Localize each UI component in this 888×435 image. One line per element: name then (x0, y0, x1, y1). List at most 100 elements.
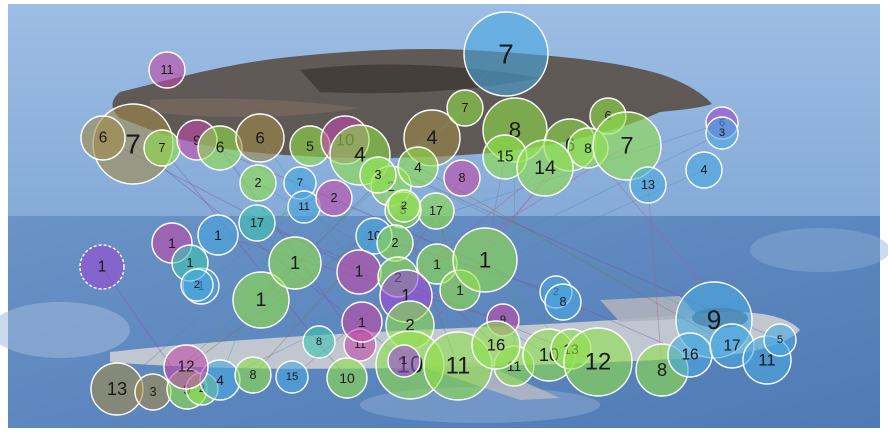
bottom-keypoint-circle (163, 344, 209, 390)
top-keypoint-label: 2 (401, 200, 407, 212)
top-keypoint: 11 (148, 51, 186, 89)
top-keypoint-label: 1 (214, 227, 222, 243)
top-keypoint-label: 11 (298, 201, 310, 213)
top-keypoint-circle (387, 189, 421, 223)
top-keypoint-circle (80, 115, 126, 161)
bottom-keypoint-label: 17 (723, 338, 740, 355)
top-keypoint-circle (446, 89, 484, 127)
top-keypoint-label: 7 (461, 101, 468, 115)
bottom-keypoint-circle (302, 325, 336, 359)
top-keypoint: 8 (443, 159, 481, 197)
bottom-keypoint-label: 8 (316, 336, 322, 348)
top-keypoint-circle (463, 11, 549, 97)
bottom-keypoint-label: 8 (559, 295, 566, 309)
match-line (116, 197, 335, 390)
top-keypoint-circle (443, 159, 481, 197)
bottom-keypoint-label: 12 (177, 359, 194, 376)
bottom-keypoint: 15 (275, 360, 309, 394)
top-keypoint-circle (685, 151, 723, 189)
top-keypoint-label: 7 (158, 141, 165, 155)
bottom-keypoint-label: 16 (681, 347, 698, 364)
top-keypoint: 1 (79, 244, 125, 290)
top-keypoint: 7 (446, 89, 484, 127)
bottom-keypoint-label: 11 (758, 351, 775, 370)
bottom-keypoint-label: 3 (149, 385, 156, 399)
top-keypoint-label: 7 (620, 133, 633, 160)
top-keypoint-label: 15 (496, 149, 513, 166)
bottom-keypoint-label: 5 (777, 334, 783, 346)
top-keypoint: 5 (289, 125, 331, 167)
bottom-keypoint-label: 1 (355, 264, 364, 281)
top-keypoint-label: 7 (125, 129, 141, 160)
top-keypoint: 1 (197, 214, 239, 256)
top-keypoint-circle (239, 164, 277, 202)
bottom-keypoint-label: 1 (401, 286, 411, 306)
bottom-keypoints: 1112112111128998111210111116101312816171… (90, 227, 797, 416)
bottom-keypoint-circle (232, 271, 290, 329)
top-keypoint-label: 17 (250, 216, 264, 230)
top-keypoint-label: 1 (98, 259, 107, 276)
top-keypoint-circle (516, 139, 574, 197)
bottom-keypoint-circle (275, 360, 309, 394)
bottom-keypoint-circle (341, 301, 383, 343)
top-keypoint-label: 2 (254, 176, 261, 190)
bottom-keypoint: 8 (234, 356, 272, 394)
bottom-keypoint-label: 1 (479, 248, 491, 273)
bottom-keypoint: 8 (544, 283, 582, 321)
bottom-keypoint-circle (326, 357, 368, 399)
bottom-keypoint-label: 1 (433, 256, 441, 272)
bottom-keypoint-label: 15 (286, 371, 298, 383)
top-keypoint: 13 (629, 166, 667, 204)
top-keypoint-label: 6 (255, 129, 264, 148)
top-keypoint-label: 9 (193, 132, 201, 148)
bottom-keypoint: 1 (341, 301, 383, 343)
top-keypoint-label: 11 (160, 63, 173, 77)
match-line (166, 69, 781, 341)
bottom-keypoint-circle (763, 323, 797, 357)
bottom-keypoint-circle (544, 283, 582, 321)
bottom-keypoint-label: 13 (107, 379, 127, 399)
top-keypoint: 17 (417, 192, 455, 230)
cloud (750, 228, 888, 272)
top-keypoint-label: 13 (641, 178, 655, 192)
top-keypoint-label: 4 (354, 144, 366, 167)
top-keypoint: 4 (685, 151, 723, 189)
top-keypoint-label: 4 (414, 159, 422, 175)
top-keypoint-label: 8 (458, 171, 465, 185)
bottom-keypoint-label: 1 (358, 314, 366, 330)
top-keypoint: 4 (397, 146, 439, 188)
bottom-keypoint-label: 9 (707, 305, 722, 335)
bottom-keypoint: 5 (763, 323, 797, 357)
bottom-keypoint-label: 1 (290, 253, 300, 273)
top-keypoint-label: 6 (604, 109, 611, 123)
top-keypoint: 2 (376, 224, 414, 262)
bottom-keypoint-circle (387, 344, 421, 378)
bottom-keypoint-label: 1 (186, 256, 193, 270)
bottom-keypoint-circle (180, 268, 214, 302)
bottom-keypoint-circle (234, 356, 272, 394)
bottom-keypoint-circle (563, 327, 633, 397)
bottom-keypoint-circle (268, 236, 322, 290)
top-keypoint-circle (235, 113, 285, 163)
bottom-keypoint-circle (452, 227, 518, 293)
bottom-keypoint: 3 (134, 373, 172, 411)
bottom-keypoint-label: 8 (249, 368, 256, 382)
bottom-keypoint: 16 (471, 320, 521, 370)
top-keypoint: 3 (359, 156, 397, 194)
top-keypoint-label: 2 (330, 191, 337, 205)
bottom-keypoint-label: 1 (401, 355, 407, 367)
top-keypoints: 7117679665104478156867141346327112217348… (79, 11, 739, 290)
top-keypoint-label: 14 (534, 157, 556, 179)
bottom-keypoint-label: 8 (657, 360, 667, 380)
top-keypoint-label: 6 (99, 130, 108, 147)
top-keypoint-label: 6 (216, 140, 225, 157)
top-keypoint-label: 7 (297, 177, 303, 189)
top-keypoint-label: 3 (719, 127, 725, 139)
top-keypoint-circle (359, 156, 397, 194)
match-line (200, 206, 305, 287)
top-keypoint: 17 (238, 204, 276, 242)
top-keypoint-label: 8 (584, 140, 592, 156)
top-keypoint: 7 (592, 111, 662, 181)
top-keypoint: 2 (315, 179, 353, 217)
